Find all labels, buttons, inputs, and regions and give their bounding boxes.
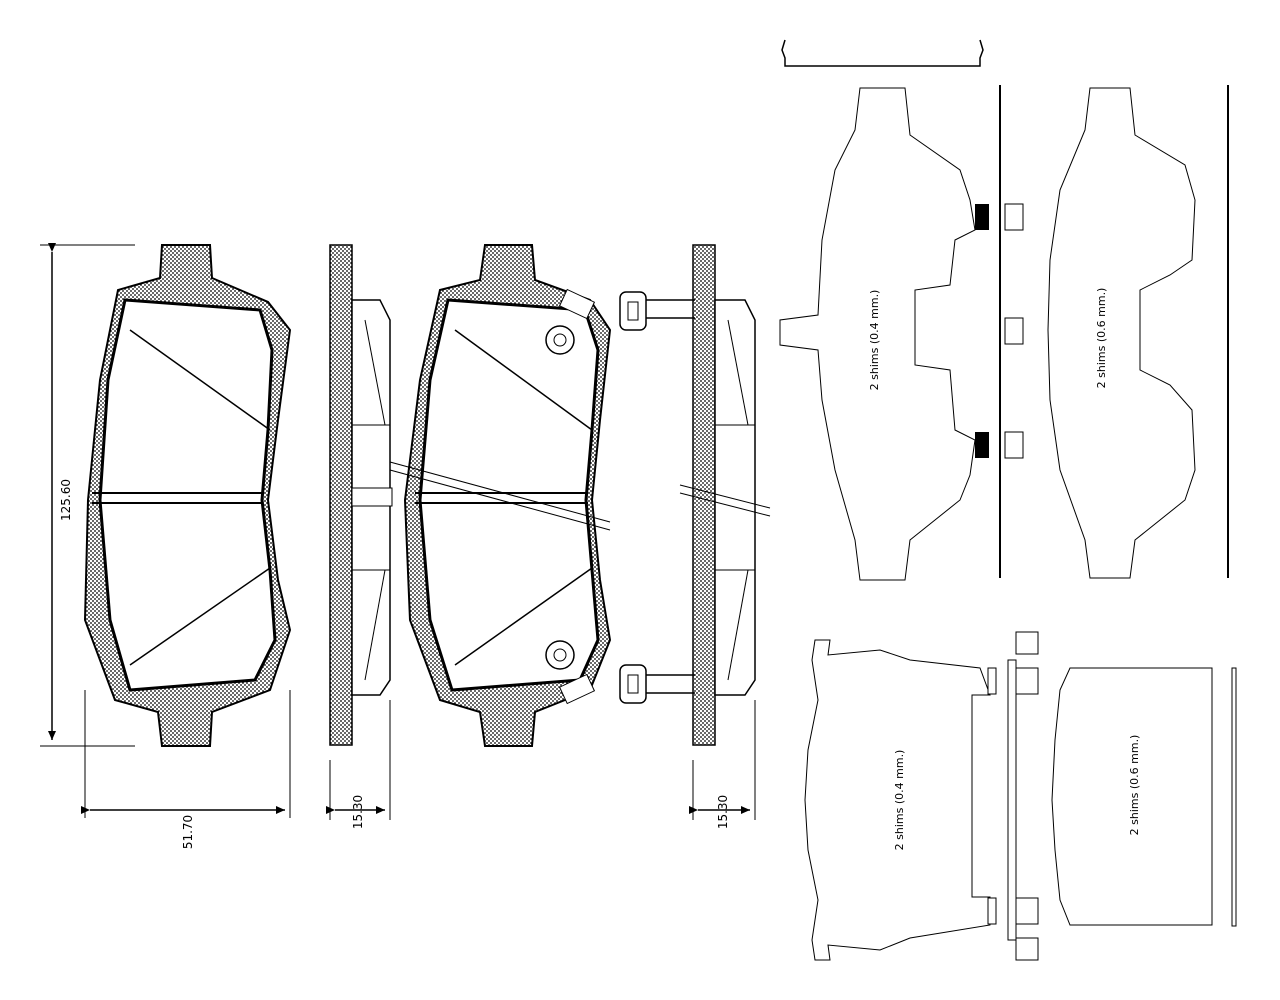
break-line: [389, 469, 611, 531]
thickness-right-label: 15.30: [716, 795, 730, 829]
shim-label-lower-right: 2 shims (0.6 mm.): [1128, 735, 1141, 836]
height-dimension: 125.60: [40, 243, 135, 747]
break-symbol: [781, 39, 984, 67]
pad-1-side-backing: [329, 244, 353, 746]
wear-indicator-clip: [545, 288, 596, 355]
lower-shim-set: 2 shims (0.4 mm.) 2 shims (0.6 mm.): [804, 631, 1237, 961]
break-line: [389, 461, 611, 523]
pad-1-face-view: [83, 244, 292, 747]
thickness-left-dimension: 15.30: [326, 700, 391, 829]
anti-rattle-clip: [619, 291, 695, 331]
shim-label-upper-left: 2 shims (0.4 mm.): [868, 290, 881, 391]
wear-indicator-clip: [545, 640, 596, 705]
pad-1-chamfer-line: [129, 329, 271, 431]
thickness-left-label: 15.30: [351, 795, 365, 829]
pad-1-chamfer-line: [129, 567, 271, 666]
pad-2-friction-face: [418, 298, 600, 692]
pad-2-side-backing: [692, 244, 716, 746]
shim-0-6-outline: [1047, 87, 1196, 579]
width-dimension-label: 51.70: [181, 815, 195, 849]
pad-1-side-view: [329, 244, 393, 746]
pad-2-face-view: [389, 244, 612, 747]
upper-shim-set: 2 shims (0.4 mm.) 2 shims (0.6 mm.): [779, 39, 1229, 581]
shim-0-6-outline: [1051, 667, 1213, 926]
pad-1-friction-face: [98, 298, 277, 692]
shim-side-line: [1231, 667, 1237, 927]
pad-2-side-view: [619, 244, 771, 746]
shim-0-4-outline: [779, 87, 976, 581]
shim-label-lower-left: 2 shims (0.4 mm.): [893, 750, 906, 851]
height-dimension-label: 125.60: [59, 479, 73, 521]
shim-label-upper-right: 2 shims (0.6 mm.): [1095, 288, 1108, 389]
width-dimension: 51.70: [81, 690, 291, 849]
thickness-right-dimension: 15.30: [689, 700, 756, 829]
shim-0-4-outline: [804, 639, 991, 961]
anti-rattle-clip: [619, 664, 695, 704]
